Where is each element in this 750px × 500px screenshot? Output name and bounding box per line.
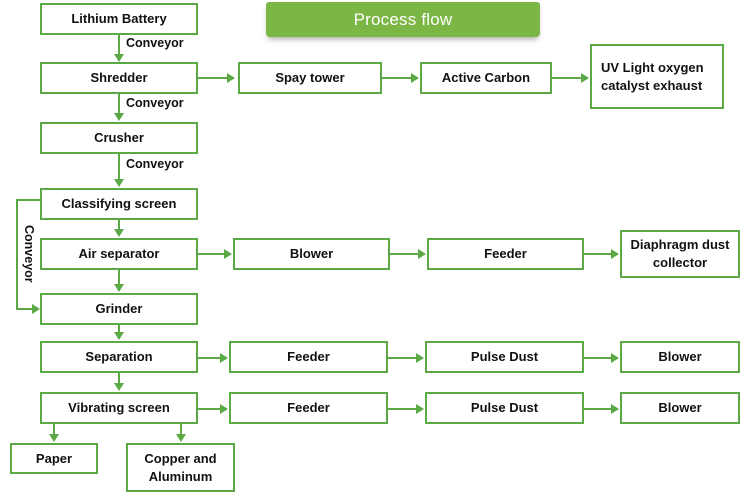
connector-grinder-to-separation (118, 325, 120, 333)
connector-pulse-dust-to-blower-3 (584, 408, 612, 410)
node-blower-2-label: Blower (658, 349, 702, 365)
arrowhead-pulse-dust-to-blower-3 (611, 404, 619, 414)
arrowhead-air-separator-to-grinder (114, 284, 124, 292)
node-diaphragm-dust-collector-label: Diaphragm dust collector (630, 237, 730, 270)
connector-feeder-to-diaphragm (584, 253, 612, 255)
connector-air-separator-to-blower (198, 253, 225, 255)
node-active-carbon[interactable]: Active Carbon (420, 62, 552, 94)
connector-return-top (16, 199, 42, 201)
node-shredder-label: Shredder (90, 70, 148, 86)
node-air-separator-label: Air separator (78, 246, 160, 262)
node-blower-3-label: Blower (658, 400, 702, 416)
arrowhead-grinder-to-separation (114, 332, 124, 340)
node-separation[interactable]: Separation (40, 341, 198, 373)
node-grinder-label: Grinder (95, 301, 143, 317)
node-lithium-battery[interactable]: Lithium Battery (40, 3, 198, 35)
node-paper[interactable]: Paper (10, 443, 98, 474)
connector-crusher-to-classifying (118, 154, 120, 180)
arrowhead-separation-to-vibrating (114, 383, 124, 391)
node-feeder-3-label: Feeder (287, 400, 330, 416)
connector-separation-to-vibrating (118, 373, 120, 384)
node-pulse-dust-2-label: Pulse Dust (470, 400, 539, 416)
arrowhead-active-carbon-to-uv-light (581, 73, 589, 83)
connector-return-vertical (16, 199, 18, 310)
node-crusher-label: Crusher (94, 130, 144, 146)
edge-label-conveyor-3: Conveyor (126, 157, 184, 171)
node-uv-light-label: UV Light oxygen catalyst exhaust (601, 59, 704, 93)
arrowhead-spay-tower-to-active-carbon (411, 73, 419, 83)
node-classifying-screen-label: Classifying screen (61, 196, 177, 212)
node-feeder-3[interactable]: Feeder (229, 392, 388, 424)
node-grinder[interactable]: Grinder (40, 293, 198, 325)
node-feeder-2[interactable]: Feeder (229, 341, 388, 373)
node-copper-and-aluminum[interactable]: Copper and Aluminum (126, 443, 235, 492)
connector-feeder-to-pulse-dust-1 (388, 357, 417, 359)
connector-classifying-to-air-separator (118, 220, 120, 230)
node-copper-and-aluminum-label: Copper and Aluminum (144, 450, 217, 484)
node-spay-tower-label: Spay tower (275, 70, 345, 86)
arrowhead-vibrating-to-feeder (220, 404, 228, 414)
arrowhead-classifying-to-air-separator (114, 229, 124, 237)
arrowhead-return-to-grinder (32, 304, 40, 314)
node-blower-2[interactable]: Blower (620, 341, 740, 373)
connector-vibrating-to-copper (180, 424, 182, 435)
arrowhead-vibrating-to-paper (49, 434, 59, 442)
process-flow-banner: Process flow (266, 2, 540, 37)
connector-separation-to-feeder (198, 357, 221, 359)
node-air-separator[interactable]: Air separator (40, 238, 198, 270)
connector-shredder-to-spay-tower (198, 77, 228, 79)
edge-label-conveyor-return: Conveyor (22, 225, 36, 283)
node-separation-label: Separation (85, 349, 153, 365)
node-uv-light-oxygen-catalyst-exhaust[interactable]: UV Light oxygen catalyst exhaust (590, 44, 724, 109)
node-vibrating-screen[interactable]: Vibrating screen (40, 392, 198, 424)
process-flow-banner-label: Process flow (353, 9, 453, 29)
arrowhead-shredder-to-spay-tower (227, 73, 235, 83)
arrowhead-feeder-to-diaphragm (611, 249, 619, 259)
node-feeder-1-label: Feeder (484, 246, 527, 262)
node-shredder[interactable]: Shredder (40, 62, 198, 94)
edge-label-conveyor-1: Conveyor (126, 36, 184, 50)
arrowhead-air-separator-to-blower (224, 249, 232, 259)
node-blower-1[interactable]: Blower (233, 238, 390, 270)
node-blower-3[interactable]: Blower (620, 392, 740, 424)
connector-air-separator-to-grinder (118, 270, 120, 285)
node-pulse-dust-1[interactable]: Pulse Dust (425, 341, 584, 373)
node-paper-label: Paper (35, 450, 73, 466)
arrowhead-shredder-to-crusher (114, 113, 124, 121)
arrowhead-blower-to-feeder-1 (418, 249, 426, 259)
node-crusher[interactable]: Crusher (40, 122, 198, 154)
arrowhead-battery-to-shredder (114, 54, 124, 62)
edge-label-conveyor-2: Conveyor (126, 96, 184, 110)
connector-feeder-to-pulse-dust-2 (388, 408, 417, 410)
connector-battery-to-shredder (118, 35, 120, 55)
arrowhead-separation-to-feeder (220, 353, 228, 363)
arrowhead-vibrating-to-copper (176, 434, 186, 442)
node-spay-tower[interactable]: Spay tower (238, 62, 382, 94)
arrowhead-feeder-to-pulse-dust-1 (416, 353, 424, 363)
node-feeder-2-label: Feeder (287, 349, 330, 365)
arrowhead-crusher-to-classifying (114, 179, 124, 187)
node-active-carbon-label: Active Carbon (441, 70, 531, 86)
node-classifying-screen[interactable]: Classifying screen (40, 188, 198, 220)
node-lithium-battery-label: Lithium Battery (71, 11, 167, 27)
connector-active-carbon-to-uv-light (552, 77, 582, 79)
connector-spay-tower-to-active-carbon (382, 77, 412, 79)
connector-shredder-to-crusher (118, 94, 120, 114)
node-pulse-dust-2[interactable]: Pulse Dust (425, 392, 584, 424)
node-blower-1-label: Blower (289, 246, 334, 262)
arrowhead-feeder-to-pulse-dust-2 (416, 404, 424, 414)
node-pulse-dust-1-label: Pulse Dust (470, 349, 539, 365)
connector-pulse-dust-to-blower-2 (584, 357, 612, 359)
connector-blower-to-feeder-1 (390, 253, 419, 255)
arrowhead-pulse-dust-to-blower-2 (611, 353, 619, 363)
connector-vibrating-to-paper (53, 424, 55, 435)
node-feeder-1[interactable]: Feeder (427, 238, 584, 270)
node-vibrating-screen-label: Vibrating screen (68, 400, 170, 416)
connector-return-bottom (16, 308, 34, 310)
connector-vibrating-to-feeder (198, 408, 221, 410)
node-diaphragm-dust-collector[interactable]: Diaphragm dust collector (620, 230, 740, 278)
